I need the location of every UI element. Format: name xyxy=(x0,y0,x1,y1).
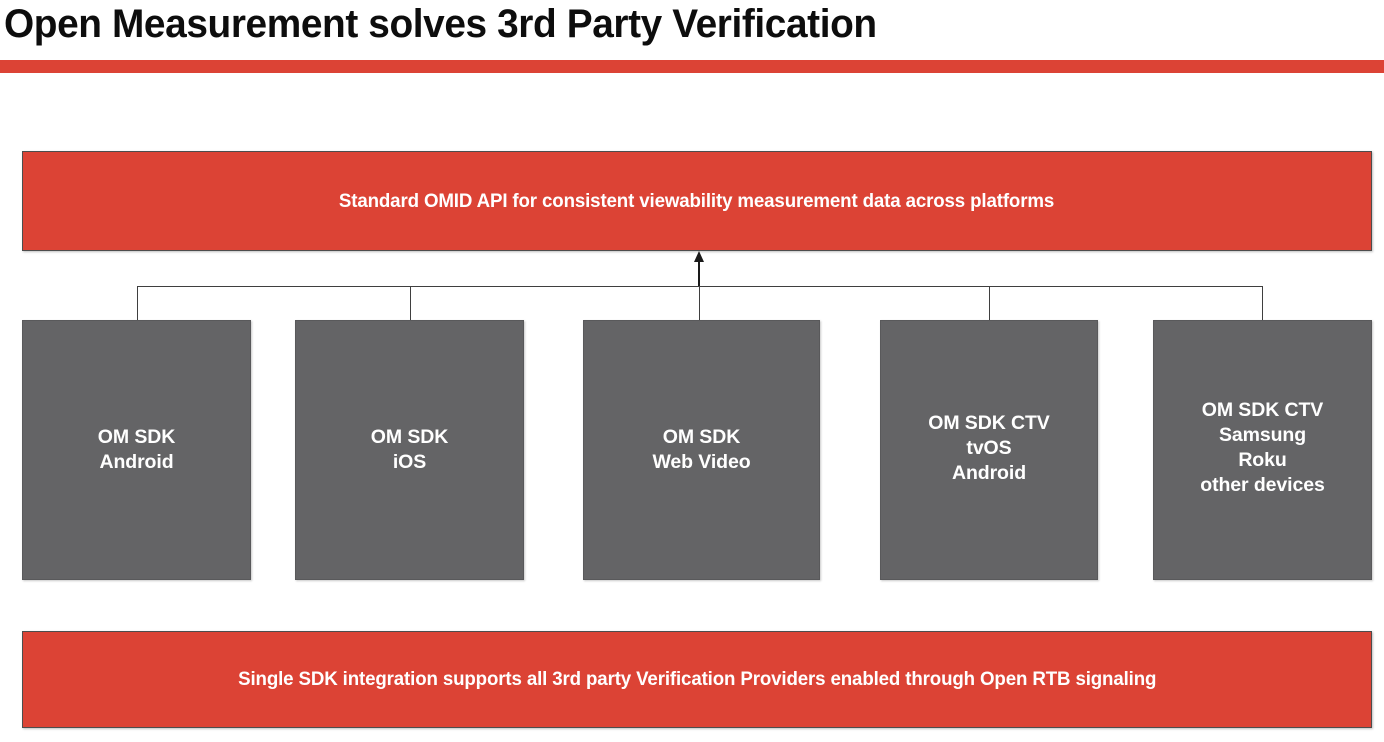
sdk-box-ios: OM SDK iOS xyxy=(295,320,524,580)
connector-drop-3 xyxy=(699,286,700,321)
sdk-box-web-video: OM SDK Web Video xyxy=(583,320,820,580)
arrow-stem xyxy=(698,262,700,287)
sdk-box-label: OM SDK CTV Samsung Roku other devices xyxy=(1200,399,1325,496)
sdk-box-ctv-tvos-android: OM SDK CTV tvOS Android xyxy=(880,320,1098,580)
sdk-box-label: OM SDK Android xyxy=(97,426,176,473)
page-title: Open Measurement solves 3rd Party Verifi… xyxy=(4,2,877,46)
top-banner: Standard OMID API for consistent viewabi… xyxy=(22,151,1372,251)
sdk-box-label: OM SDK Web Video xyxy=(652,426,751,473)
sdk-box-ctv-samsung-roku: OM SDK CTV Samsung Roku other devices xyxy=(1153,320,1372,580)
sdk-box-android: OM SDK Android xyxy=(22,320,251,580)
bottom-banner: Single SDK integration supports all 3rd … xyxy=(22,631,1372,728)
sdk-box-label: OM SDK iOS xyxy=(370,426,449,473)
bottom-banner-text: Single SDK integration supports all 3rd … xyxy=(237,668,1157,690)
top-banner-text: Standard OMID API for consistent viewabi… xyxy=(339,189,1055,212)
connector-drop-1 xyxy=(137,286,138,321)
connector-drop-2 xyxy=(410,286,411,321)
connector-bus-horizontal xyxy=(137,286,1263,287)
title-accent-rule xyxy=(0,60,1384,73)
arrow-head-icon xyxy=(694,251,704,262)
connector-drop-4 xyxy=(989,286,990,321)
sdk-box-label: OM SDK CTV tvOS Android xyxy=(928,411,1050,484)
connector-drop-5 xyxy=(1262,286,1263,321)
